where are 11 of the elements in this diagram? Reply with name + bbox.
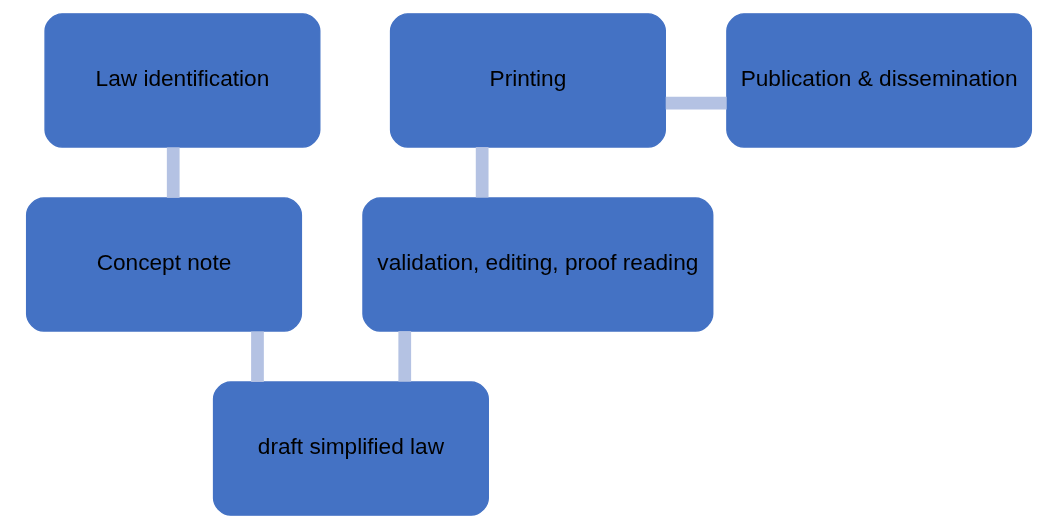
node-box: Publication & dissemination xyxy=(725,13,1032,148)
node-box: Law identification xyxy=(43,13,320,148)
node-box: Concept note xyxy=(25,197,302,332)
connector xyxy=(166,147,180,198)
connector xyxy=(397,331,411,382)
connector xyxy=(475,147,489,198)
node-box: validation, editing, proof reading xyxy=(361,197,713,332)
connector xyxy=(665,96,727,110)
connector xyxy=(250,331,264,382)
node-box: draft simplified law xyxy=(212,381,489,516)
node-box: Printing xyxy=(389,13,666,148)
